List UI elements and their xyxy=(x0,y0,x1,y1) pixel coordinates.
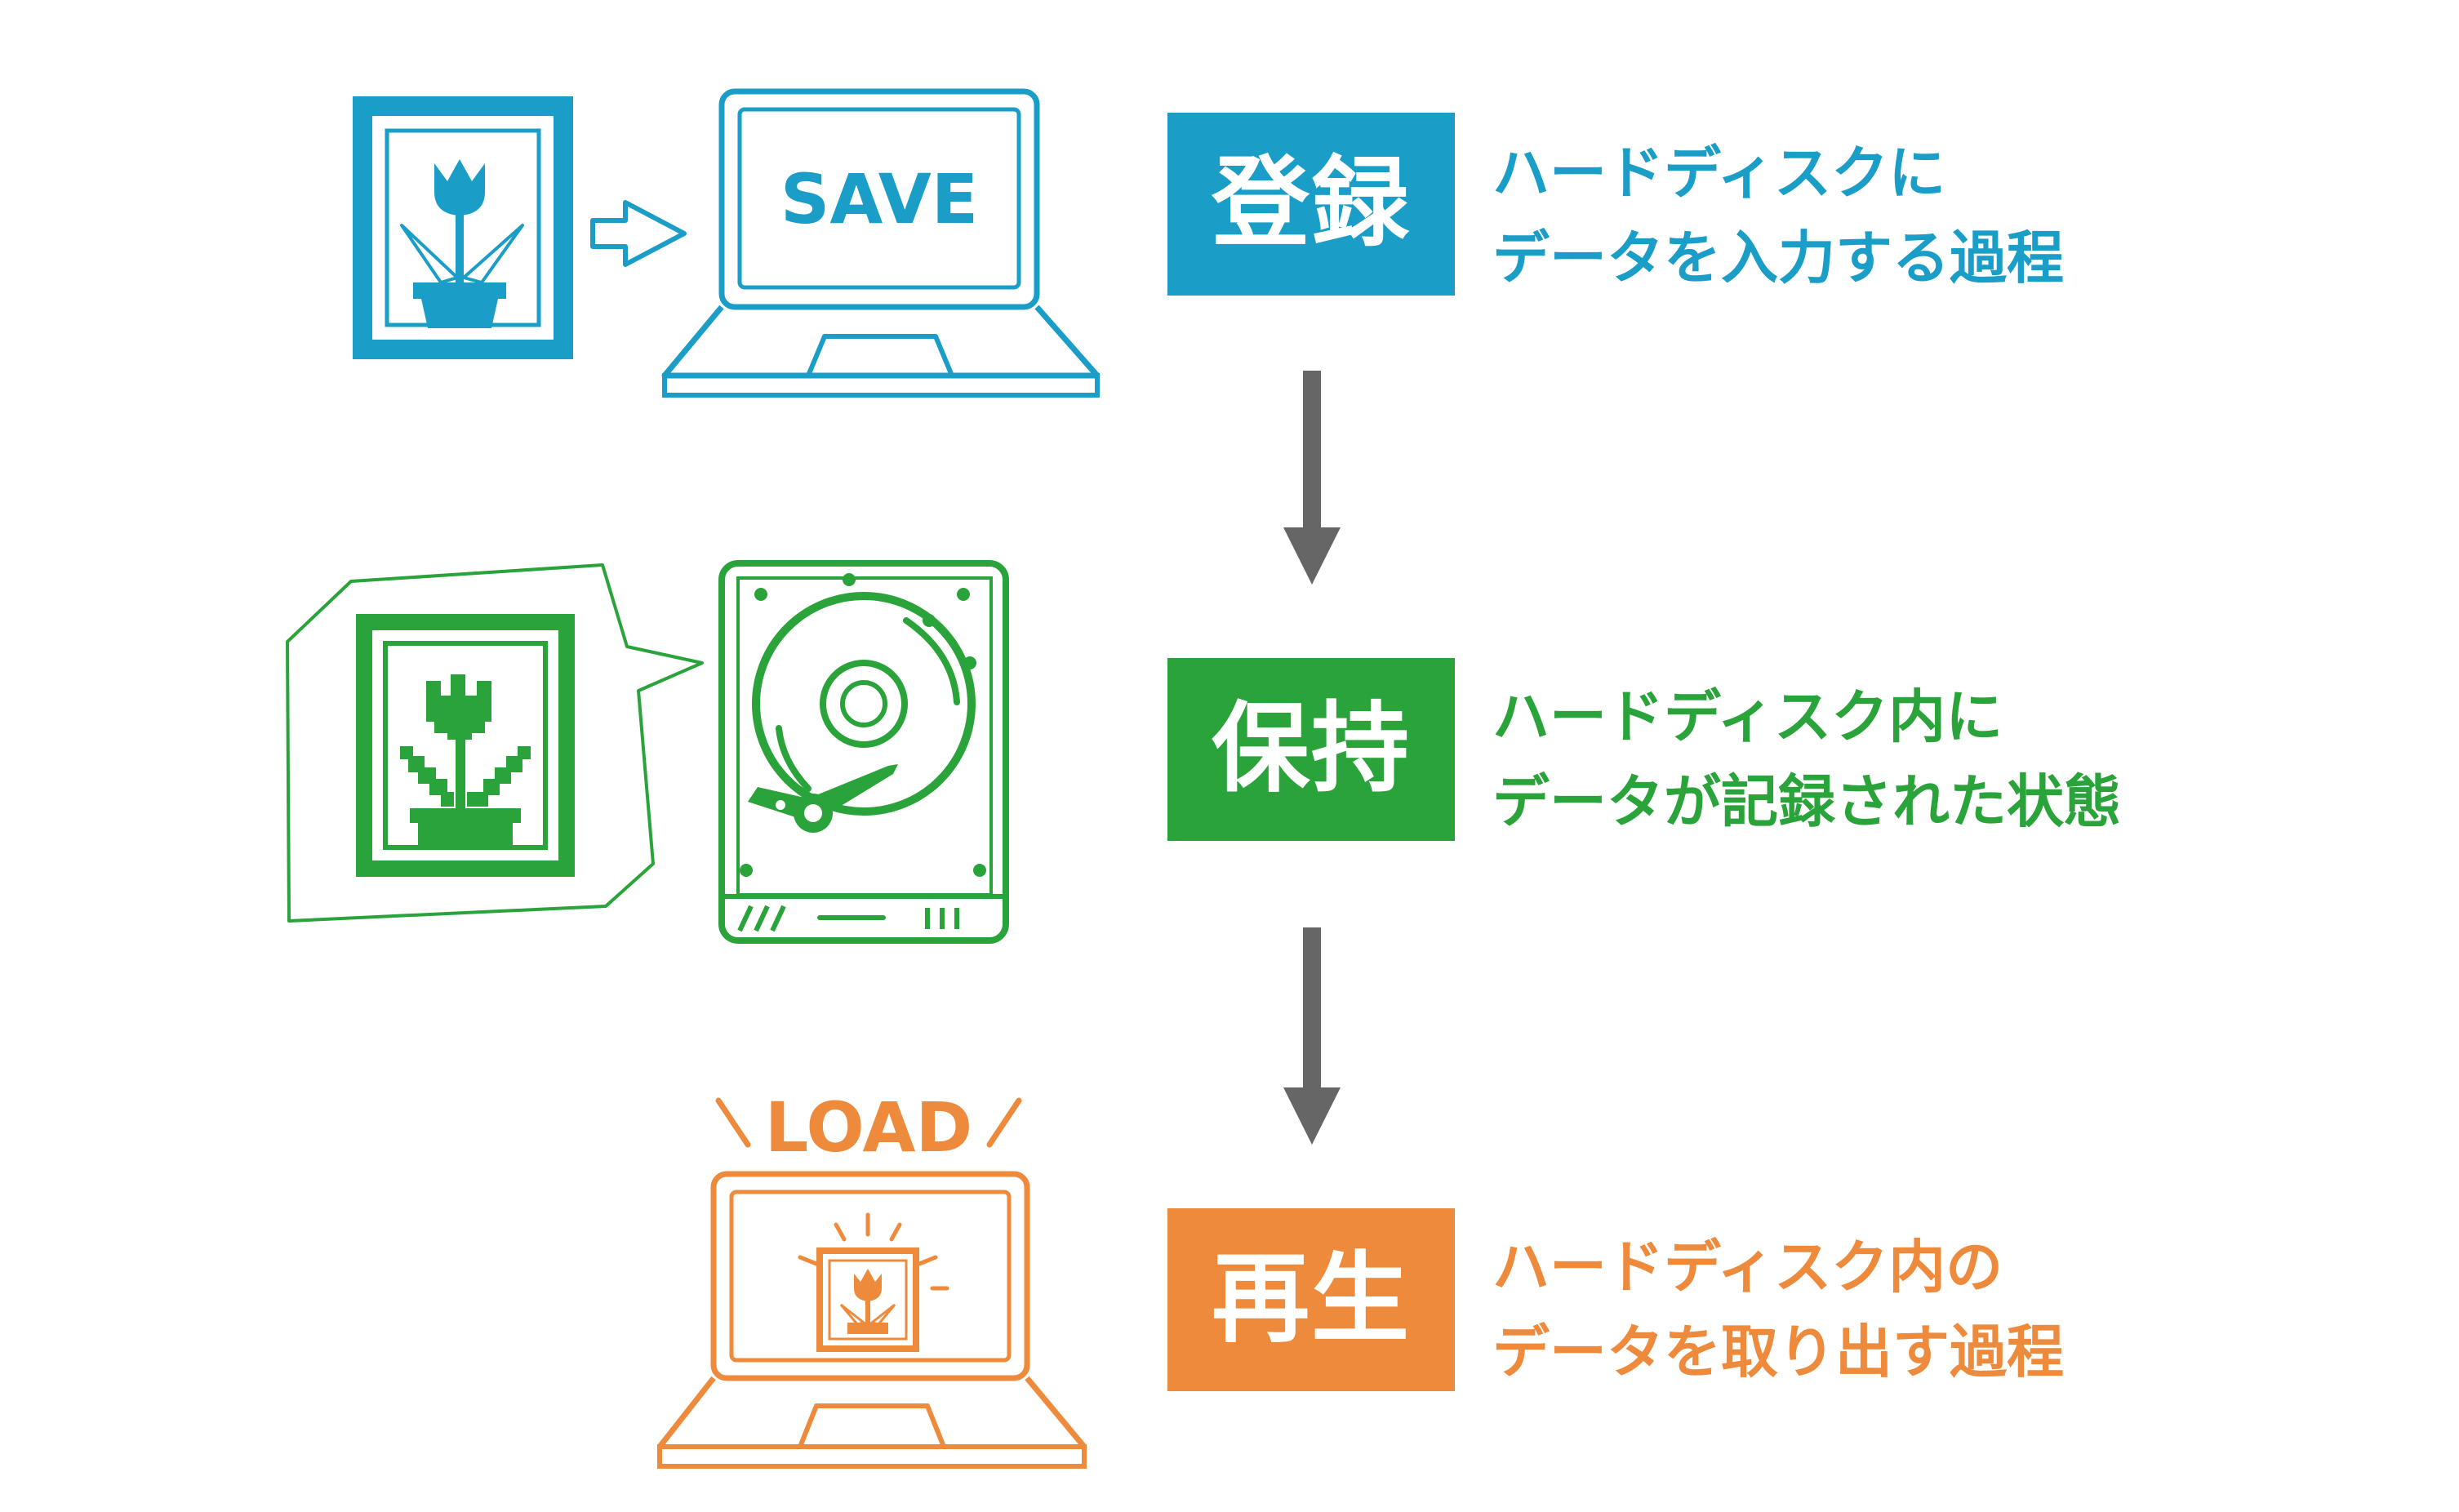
retain-illustration xyxy=(286,560,1009,944)
speech-bubble-icon xyxy=(286,563,704,923)
description-line: ハードディスクに xyxy=(1492,140,1946,207)
framed-tulip-picture-icon xyxy=(798,1212,949,1352)
framed-tulip-picture-icon xyxy=(353,96,573,359)
stage-label-retain: 保持 xyxy=(1167,658,1455,841)
load-burst-left-icon xyxy=(715,1097,751,1148)
save-arrow-icon xyxy=(590,200,687,267)
stage-label-playback: 再生 xyxy=(1167,1208,1455,1391)
flow-arrow-icon xyxy=(1283,927,1341,1145)
flow-arrow-icon xyxy=(1283,371,1341,585)
description-line: データを入力する過程 xyxy=(1492,225,2064,291)
pixelated-tulip-picture-icon xyxy=(356,614,575,877)
stage-label-register: 登録 xyxy=(1167,113,1455,296)
load-label: LOAD xyxy=(765,1087,972,1167)
save-screen-label: SAVE xyxy=(780,159,978,239)
description-line: データを取り出す過程 xyxy=(1492,1319,2064,1385)
stage-description-retain: ハードディスク内に データが記録された状態 xyxy=(1492,674,2121,844)
hard-disk-drive-icon xyxy=(718,560,1009,944)
stage-description-playback: ハードディスク内の データを取り出す過程 xyxy=(1492,1225,2064,1394)
laptop-icon: SAVE xyxy=(661,88,1101,398)
description-line: データが記録された状態 xyxy=(1492,768,2121,835)
stage-description-register: ハードディスクに データを入力する過程 xyxy=(1492,131,2064,300)
description-line: ハードディスク内に xyxy=(1492,683,2003,750)
description-line: ハードディスク内の xyxy=(1492,1234,2003,1301)
register-illustration: SAVE xyxy=(353,88,1101,398)
laptop-icon xyxy=(657,1171,1087,1469)
playback-illustration: LOAD xyxy=(657,1087,1087,1469)
load-burst-right-icon xyxy=(986,1097,1022,1148)
